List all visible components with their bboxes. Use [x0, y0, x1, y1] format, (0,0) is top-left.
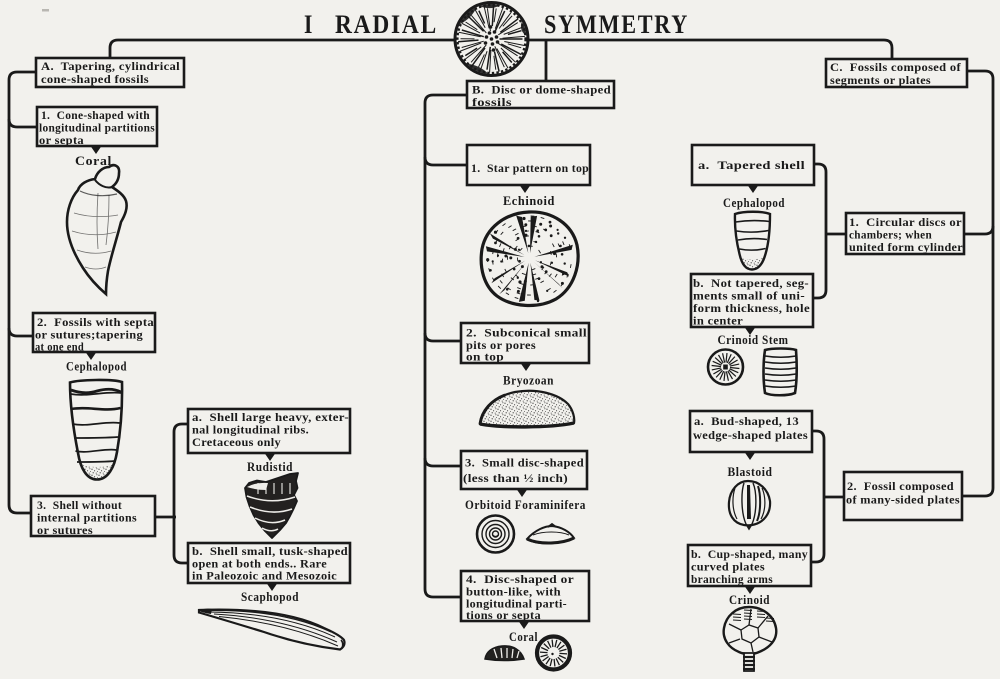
svg-text:curved plates: curved plates: [691, 562, 765, 574]
svg-text:nal longitudinal ribs.: nal longitudinal ribs.: [192, 425, 309, 437]
svg-text:Cephalopod: Cephalopod: [66, 360, 127, 374]
svg-text:3. Shell without: 3. Shell without: [37, 500, 122, 512]
svg-text:Crinoid Stem: Crinoid Stem: [718, 333, 789, 347]
svg-text:Cretaceous only: Cretaceous only: [192, 437, 281, 449]
svg-text:Blastoid: Blastoid: [728, 465, 773, 479]
svg-text:ments small of uni-: ments small of uni-: [693, 291, 805, 303]
svg-text:2. Fossils with septa: 2. Fossils with septa: [37, 317, 154, 329]
svg-text:A. Tapering, cylindrical: A. Tapering, cylindrical: [41, 61, 180, 73]
svg-text:1. Cone-shaped with: 1. Cone-shaped with: [41, 110, 150, 122]
svg-text:3. Small disc-shaped: 3. Small disc-shaped: [465, 458, 584, 470]
svg-text:button-like, with: button-like, with: [466, 587, 561, 599]
svg-text:Scaphopod: Scaphopod: [241, 590, 299, 604]
svg-text:a. Tapered shell: a. Tapered shell: [698, 160, 805, 172]
svg-text:longitudinal parti-: longitudinal parti-: [466, 599, 567, 611]
svg-text:or septa: or septa: [39, 135, 84, 147]
svg-text:I: I: [304, 10, 314, 39]
svg-text:Rudistid: Rudistid: [247, 460, 293, 474]
svg-text:on top: on top: [466, 352, 504, 364]
svg-text:b. Not tapered, seg-: b. Not tapered, seg-: [693, 278, 809, 290]
svg-text:Crinoid: Crinoid: [729, 593, 770, 607]
svg-text:united form cylinder: united form cylinder: [849, 242, 963, 254]
svg-text:fossils: fossils: [472, 97, 512, 109]
svg-text:segments or plates: segments or plates: [830, 75, 931, 87]
svg-text:Orbitoid Foraminifera: Orbitoid Foraminifera: [465, 498, 586, 512]
svg-text:in Paleozoic and Mesozoic: in Paleozoic and Mesozoic: [192, 571, 337, 583]
svg-text:SYMMETRY: SYMMETRY: [544, 10, 689, 39]
svg-text:tions or septa: tions or septa: [466, 610, 541, 622]
svg-text:Cephalopod: Cephalopod: [723, 196, 785, 210]
svg-text:2. Subconical small: 2. Subconical small: [466, 328, 587, 340]
svg-text:4. Disc-shaped or: 4. Disc-shaped or: [466, 574, 574, 586]
svg-text:internal partitions: internal partitions: [37, 513, 137, 525]
svg-text:Bryozoan: Bryozoan: [503, 374, 554, 388]
svg-text:Coral: Coral: [75, 154, 112, 168]
svg-text:1. Star pattern on top: 1. Star pattern on top: [471, 163, 589, 175]
svg-text:RADIAL: RADIAL: [335, 10, 438, 39]
svg-text:Echinoid: Echinoid: [503, 194, 555, 208]
svg-text:wedge-shaped plates: wedge-shaped plates: [693, 430, 808, 442]
svg-text:at one end: at one end: [35, 342, 84, 354]
svg-text:form thickness, hole: form thickness, hole: [693, 303, 810, 315]
svg-text:or sutures: or sutures: [37, 525, 93, 537]
svg-text:C. Fossils composed of: C. Fossils composed of: [830, 62, 961, 74]
svg-text:2. Fossil composed: 2. Fossil composed: [847, 481, 954, 493]
svg-text:of many-sided plates: of many-sided plates: [846, 495, 960, 507]
svg-text:in center: in center: [693, 316, 743, 328]
svg-text:branching arms: branching arms: [691, 574, 773, 586]
svg-text:chambers; when: chambers; when: [849, 230, 932, 242]
svg-text:pits or pores: pits or pores: [466, 340, 536, 352]
svg-text:b. Cup-shaped, many: b. Cup-shaped, many: [691, 549, 808, 561]
svg-text:(less than ½ inch): (less than ½ inch): [463, 473, 568, 485]
svg-text:cone-shaped fossils: cone-shaped fossils: [41, 74, 149, 86]
svg-text:1. Circular discs or: 1. Circular discs or: [849, 217, 962, 229]
svg-text:Coral: Coral: [509, 630, 538, 644]
svg-text:a. Shell large heavy, exter-: a. Shell large heavy, exter-: [192, 412, 349, 424]
svg-text:or sutures;tapering: or sutures;tapering: [35, 330, 143, 342]
svg-text:B. Disc or dome-shaped: B. Disc or dome-shaped: [472, 85, 611, 97]
svg-text:open at both ends.. Rare: open at both ends.. Rare: [192, 559, 327, 571]
svg-text:b. Shell small, tusk-shaped: b. Shell small, tusk-shaped: [192, 546, 348, 558]
svg-text:longitudinal partitions: longitudinal partitions: [39, 123, 155, 135]
svg-text:a. Bud-shaped, 13: a. Bud-shaped, 13: [694, 416, 799, 428]
